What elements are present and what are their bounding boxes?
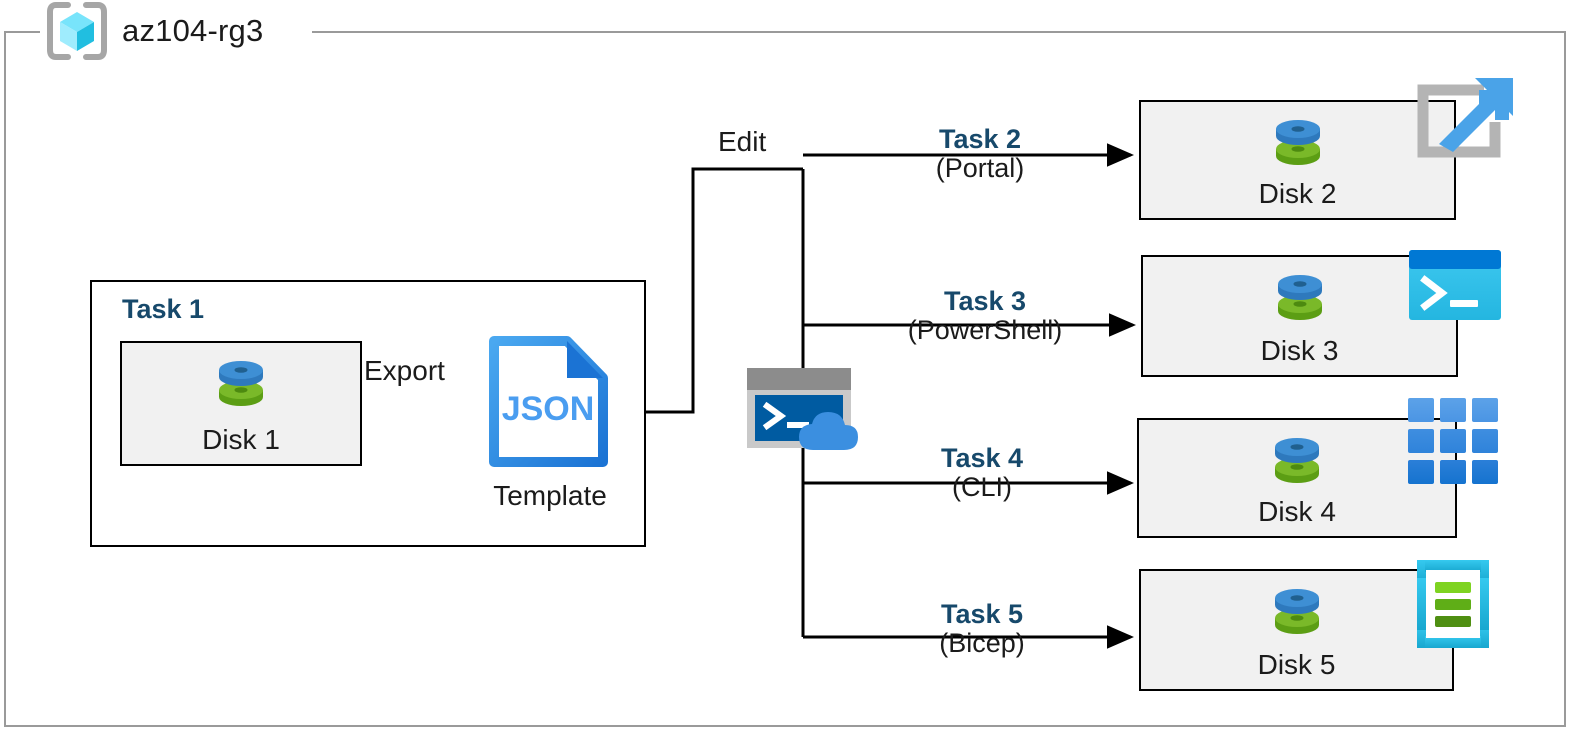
disk5-card: Disk 5 <box>1139 569 1454 691</box>
powershell-icon <box>1409 250 1501 320</box>
resource-group-label-gap <box>40 22 312 42</box>
azure-cli-icon <box>1408 398 1498 484</box>
json-file-type-text: JSON <box>502 390 595 428</box>
disk3-card: Disk 3 <box>1141 255 1458 377</box>
disk2-card: Disk 2 <box>1139 100 1456 220</box>
disk2-icon-holder <box>1141 112 1454 170</box>
disk1-label: Disk 1 <box>202 424 280 455</box>
managed-disk-icon <box>1274 589 1319 634</box>
disk3-label: Disk 3 <box>1260 335 1339 366</box>
resource-group-name: az104-rg3 <box>122 13 264 48</box>
cloud-shell-icon <box>743 364 865 452</box>
disk5-icon-holder <box>1141 581 1452 639</box>
disk5-label: Disk 5 <box>1257 649 1336 680</box>
disk1-card: Disk 1 <box>120 341 362 466</box>
resource-group-label: az104-rg3 <box>46 1 264 60</box>
export-arrow-label: Export <box>364 355 445 386</box>
json-file-icon: JSON <box>487 334 610 469</box>
managed-disk-icon <box>1275 438 1319 483</box>
azure-portal-icon <box>1409 72 1515 172</box>
edit-label: Edit <box>718 126 767 157</box>
disk4-icon-holder <box>1139 430 1455 488</box>
disk2-label: Disk 2 <box>1258 178 1337 209</box>
resource-group-frame <box>4 31 1566 727</box>
managed-disk-icon <box>219 361 263 406</box>
managed-disk-icon <box>1277 275 1322 320</box>
disk1-icon-holder <box>122 353 360 411</box>
bicep-icon <box>1407 558 1499 650</box>
disk4-label: Disk 4 <box>1258 496 1336 527</box>
template-label: Template <box>493 480 607 511</box>
task1-title: Task 1 <box>122 294 205 324</box>
disk3-icon-holder <box>1143 267 1456 325</box>
resource-group-cube-icon <box>46 1 108 60</box>
managed-disk-icon <box>1275 120 1320 165</box>
